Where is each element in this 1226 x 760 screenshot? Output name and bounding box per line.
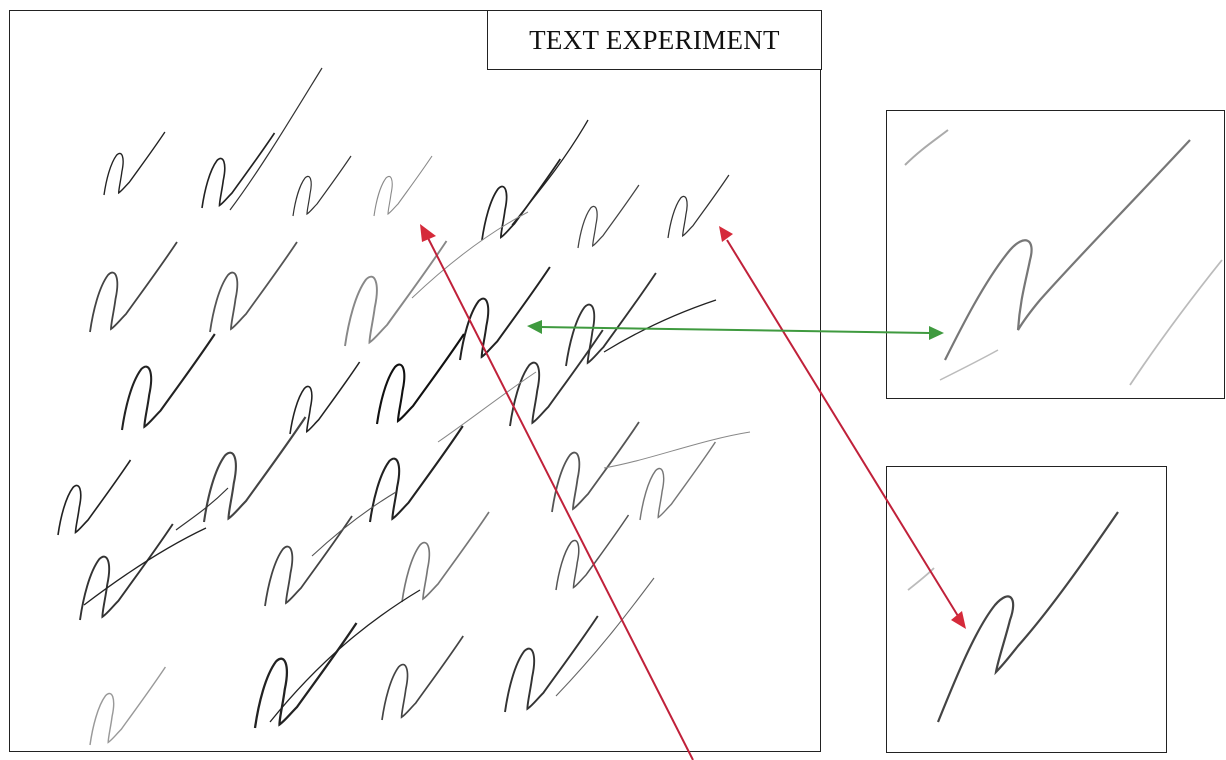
zoom-inset-top — [886, 110, 1225, 399]
zoom-inset-bottom — [886, 466, 1167, 753]
handwriting-sample-panel — [9, 10, 821, 752]
experiment-title: TEXT EXPERIMENT — [487, 10, 822, 70]
